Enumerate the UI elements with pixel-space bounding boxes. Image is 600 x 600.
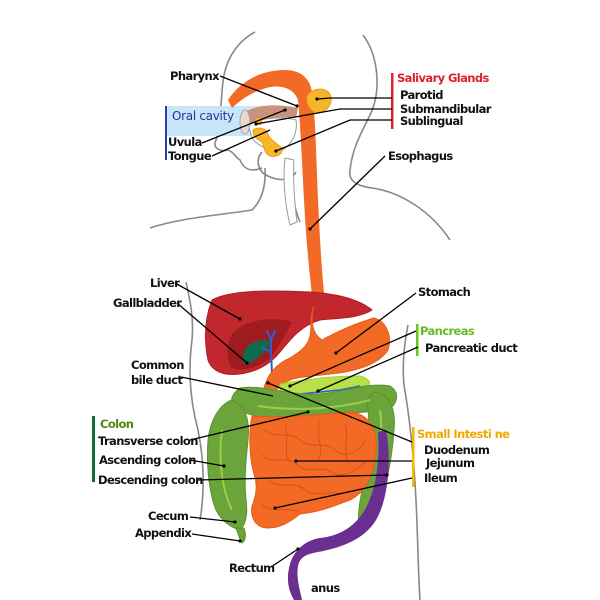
label-pancreatic-duct: Pancreatic duct [425,341,518,355]
back-of-head [348,34,451,241]
pancreas-title: Pancreas [420,324,475,338]
label-appendix: Appendix [135,526,192,540]
label-descending-colon: Descending colon [98,473,203,487]
label-tongue: Tongue [168,149,212,163]
label-stomach: Stomach [418,285,471,299]
lips [239,109,251,135]
tongue [247,117,297,151]
torso-right [402,324,421,600]
salivary-group-bar [391,73,394,129]
stomach [261,305,390,401]
pancreas-group-bar [416,324,419,356]
label-pharynx: Pharynx [170,69,220,83]
label-parotid: Parotid [400,88,443,102]
neck-left [149,167,266,229]
label-uvula: Uvula [168,135,202,149]
label-common-bile-duct-line2: bile duct [131,373,183,387]
label-ascending-colon: Ascending colon [99,453,196,467]
label-anus: anus [311,581,340,595]
torso-left [185,281,204,521]
parotid-gland [306,88,332,114]
label-submandibular: Submandibular [400,102,492,116]
colon-group-bar [92,416,95,482]
trachea [283,157,298,226]
label-rectum: Rectum [229,561,275,575]
gallbladder [242,339,270,364]
salivary-glands-title: Salivary Glands [397,71,490,85]
label-duodenum: Duodenum [424,443,490,457]
label-gallbladder: Gallbladder [113,296,182,310]
oral-cavity-bar [165,106,167,160]
colon-title: Colon [100,417,134,431]
small-intestine-title: Small Intesti ne [417,427,510,441]
sigmoid-rectum [287,430,389,600]
appendix [235,527,246,544]
label-esophagus: Esophagus [388,149,453,163]
label-jejunum: Jejunum [425,456,475,470]
small-intestine-folds [261,421,367,513]
label-liver: Liver [150,276,180,290]
label-cecum: Cecum [148,509,189,523]
leader-lines [174,75,419,568]
ascending-colon [207,399,249,531]
oral-cavity-title: Oral cavity [172,109,234,123]
label-common-bile-duct-line1: Common [131,358,184,372]
small-intestine-group-bar [412,427,415,487]
label-ileum: Ileum [424,471,458,485]
esophagus [228,70,326,312]
label-sublingual: Sublingual [400,114,463,128]
label-transverse-colon: Transverse colon [98,434,198,448]
